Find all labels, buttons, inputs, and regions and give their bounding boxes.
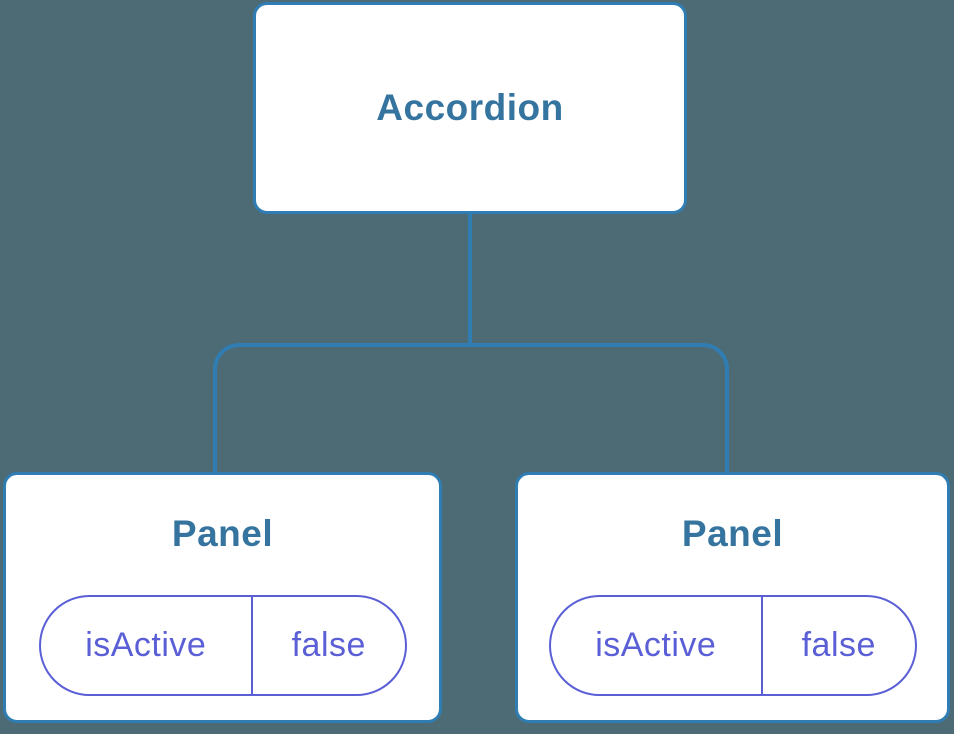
node-accordion: Accordion [253, 2, 687, 214]
node-panel-right: Panel isActive false [515, 472, 950, 723]
state-pill-left: isActive false [38, 595, 407, 696]
connector-bracket-line [213, 343, 729, 473]
state-key-left: isActive [41, 597, 254, 694]
node-panel-right-label: Panel [681, 513, 784, 554]
node-panel-left-label: Panel [171, 513, 274, 554]
node-accordion-label: Accordion [376, 87, 564, 128]
connector-stem-line [468, 213, 472, 345]
state-value-right: false [801, 626, 876, 664]
state-pill-right: isActive false [548, 595, 917, 696]
state-value-left: false [291, 626, 366, 664]
state-key-right: isActive [551, 597, 764, 694]
node-panel-left: Panel isActive false [3, 472, 442, 723]
